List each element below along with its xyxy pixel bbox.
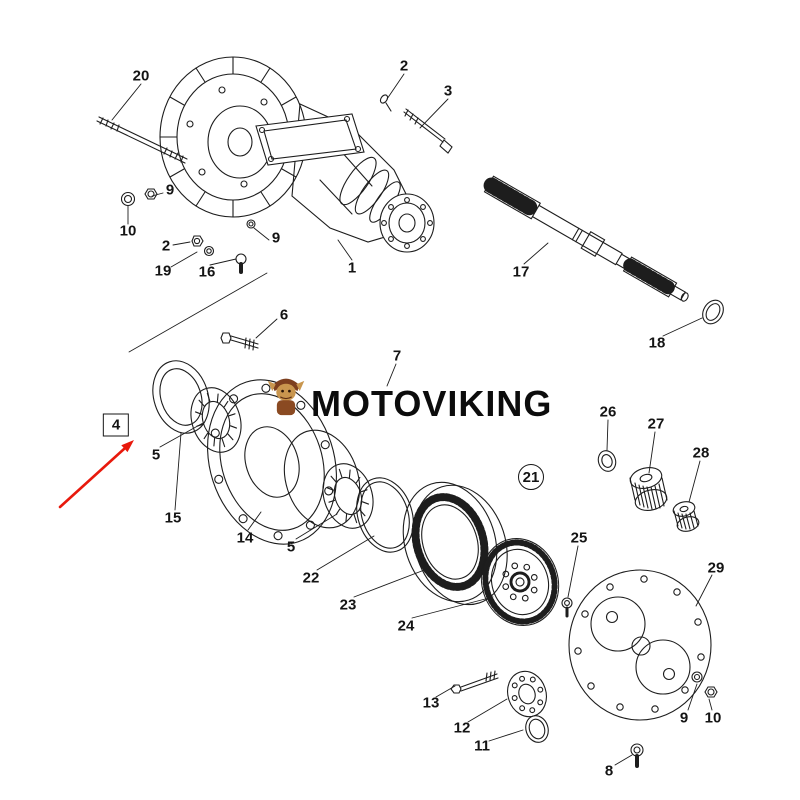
part-label-23: 23 (339, 596, 357, 614)
part-label-11: 11 (474, 737, 490, 755)
part-label-5-left: 5 (151, 446, 161, 464)
watermark-brand-text: MOTOVIKING (311, 383, 553, 424)
part-label-12: 12 (453, 719, 471, 737)
stud-bolt-drawing (96, 116, 188, 164)
part-label-29: 29 (707, 559, 725, 577)
drain-plug-drawing (630, 743, 644, 768)
motoviking-logo (267, 378, 305, 416)
oring-drawing (702, 299, 724, 325)
part-label-14: 14 (236, 529, 254, 547)
highlight-arrow (58, 440, 134, 509)
bottom-bolt-drawing (450, 670, 499, 694)
wheel-hub-drawing (207, 379, 337, 545)
hub-bolt-drawing (220, 332, 259, 351)
part-label-9-left: 9 (165, 181, 175, 199)
part-label-17: 17 (512, 263, 530, 281)
part-label-24: 24 (397, 617, 415, 635)
pinion-gear-drawing (629, 467, 668, 511)
axle-housing-drawing (159, 56, 435, 253)
top-bolts-drawing (379, 94, 453, 154)
ring-gear-drawing (402, 481, 508, 606)
part-label-4-boxed: 4 (102, 413, 130, 437)
right-hardware-drawing (691, 671, 718, 698)
part-label-9-right: 9 (679, 709, 689, 727)
part-label-19: 19 (154, 262, 172, 280)
part-label-2-top: 2 (399, 57, 409, 75)
part-label-26: 26 (599, 403, 617, 421)
part-label-16: 16 (198, 263, 216, 281)
bearing-left-drawing (190, 387, 242, 453)
part-label-22: 22 (302, 569, 320, 587)
part-label-25: 25 (570, 529, 588, 547)
part-label-7: 7 (392, 347, 402, 365)
part-label-18: 18 (648, 334, 666, 352)
part-label-10-left: 10 (119, 222, 137, 240)
snap-ring-drawing (356, 477, 414, 553)
part-label-3: 3 (443, 82, 453, 100)
part-label-2-mid: 2 (161, 237, 171, 255)
small-plug-drawing (561, 597, 573, 618)
part-label-10-right: 10 (704, 709, 722, 727)
part-label-9-mid: 9 (271, 229, 281, 247)
small-oring-drawing (525, 715, 549, 743)
small-gear-drawing (672, 501, 700, 532)
small-flange-drawing (507, 670, 547, 718)
seal-ring-drawing (152, 360, 210, 434)
axle-shaft-drawing (483, 175, 689, 302)
part-label-5-mid: 5 (286, 538, 296, 556)
part-label-13: 13 (422, 694, 440, 712)
part-label-15: 15 (164, 509, 182, 527)
bearing-mid-drawing (322, 463, 374, 529)
part-label-20: 20 (132, 67, 150, 85)
part-label-21-circled: 21 (518, 464, 544, 490)
part-label-27: 27 (647, 415, 665, 433)
part-label-28: 28 (692, 444, 710, 462)
gear-disc-drawing (480, 537, 560, 627)
part-label-8: 8 (604, 762, 614, 780)
small-ring-drawing (597, 450, 617, 472)
leader-lines (111, 73, 713, 766)
carrier-cover-drawing (568, 569, 712, 721)
housing-hardware-drawing (120, 188, 256, 274)
part-label-6: 6 (279, 306, 289, 324)
part-label-1: 1 (347, 259, 357, 277)
